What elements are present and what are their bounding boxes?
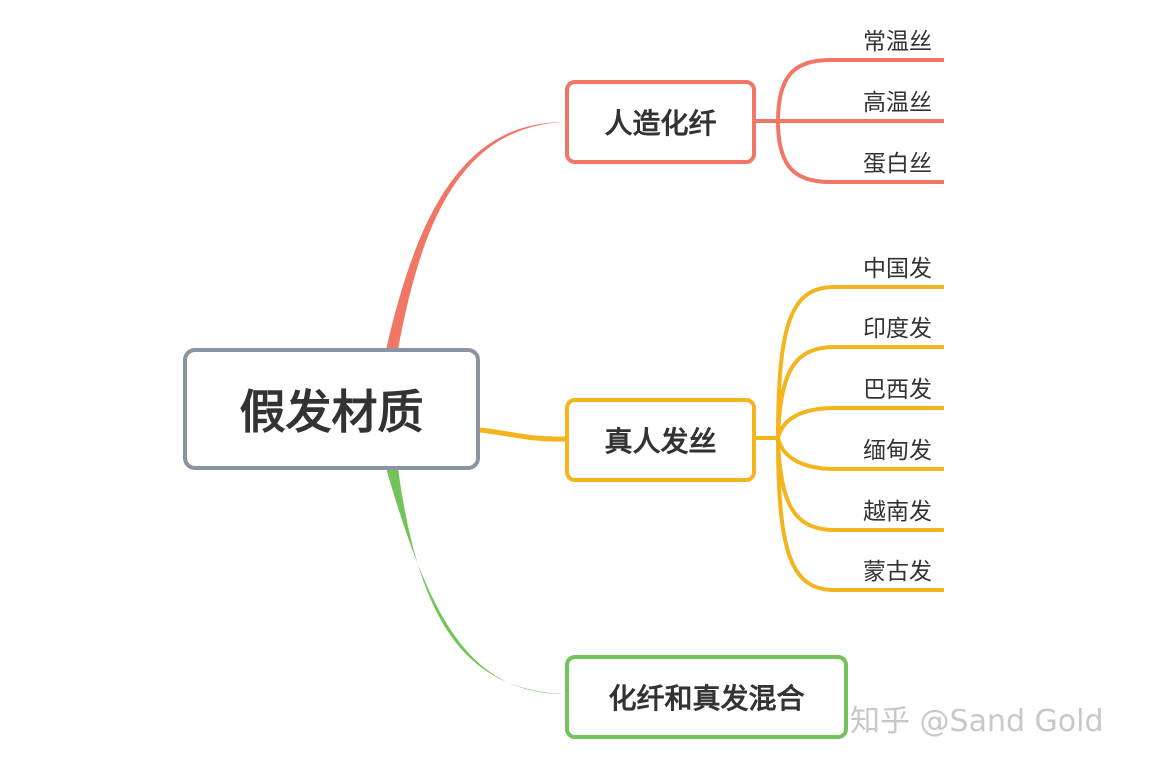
leaf-node[interactable]: 蛋白丝 <box>863 151 932 177</box>
leaf-line-3 <box>776 406 944 439</box>
watermark-text: 知乎 @Sand Gold <box>850 704 1104 739</box>
connector-root-to-blend <box>386 468 565 694</box>
leaf-node[interactable]: 中国发 <box>863 256 932 282</box>
branch-node-blend[interactable]: 化纤和真发混合 <box>565 655 848 739</box>
leaf-node[interactable]: 蒙古发 <box>863 559 932 585</box>
leaf-node[interactable]: 巴西发 <box>863 377 932 403</box>
leaf-line-6 <box>776 437 944 592</box>
leaf-node[interactable]: 越南发 <box>863 499 932 525</box>
leaf-node[interactable]: 印度发 <box>863 316 932 342</box>
leaf-node[interactable]: 常温丝 <box>863 29 932 55</box>
leaf-line-2 <box>776 345 944 439</box>
connector-root-to-human-hair <box>479 427 566 442</box>
leaf-line-1 <box>776 58 944 122</box>
leaf-node[interactable]: 高温丝 <box>863 90 932 116</box>
leaf-connectors-human-hair <box>756 285 944 592</box>
leaf-connectors-synthetic-fiber <box>756 58 944 184</box>
leaf-node[interactable]: 缅甸发 <box>863 438 932 464</box>
leaf-line-1 <box>776 285 944 439</box>
connector-root-to-synthetic-fiber <box>386 122 565 350</box>
root-node[interactable]: 假发材质 <box>183 348 480 470</box>
branch-node-synthetic-fiber[interactable]: 人造化纤 <box>565 80 756 164</box>
leaf-line-3 <box>776 120 944 184</box>
branch-node-human-hair[interactable]: 真人发丝 <box>565 398 756 482</box>
